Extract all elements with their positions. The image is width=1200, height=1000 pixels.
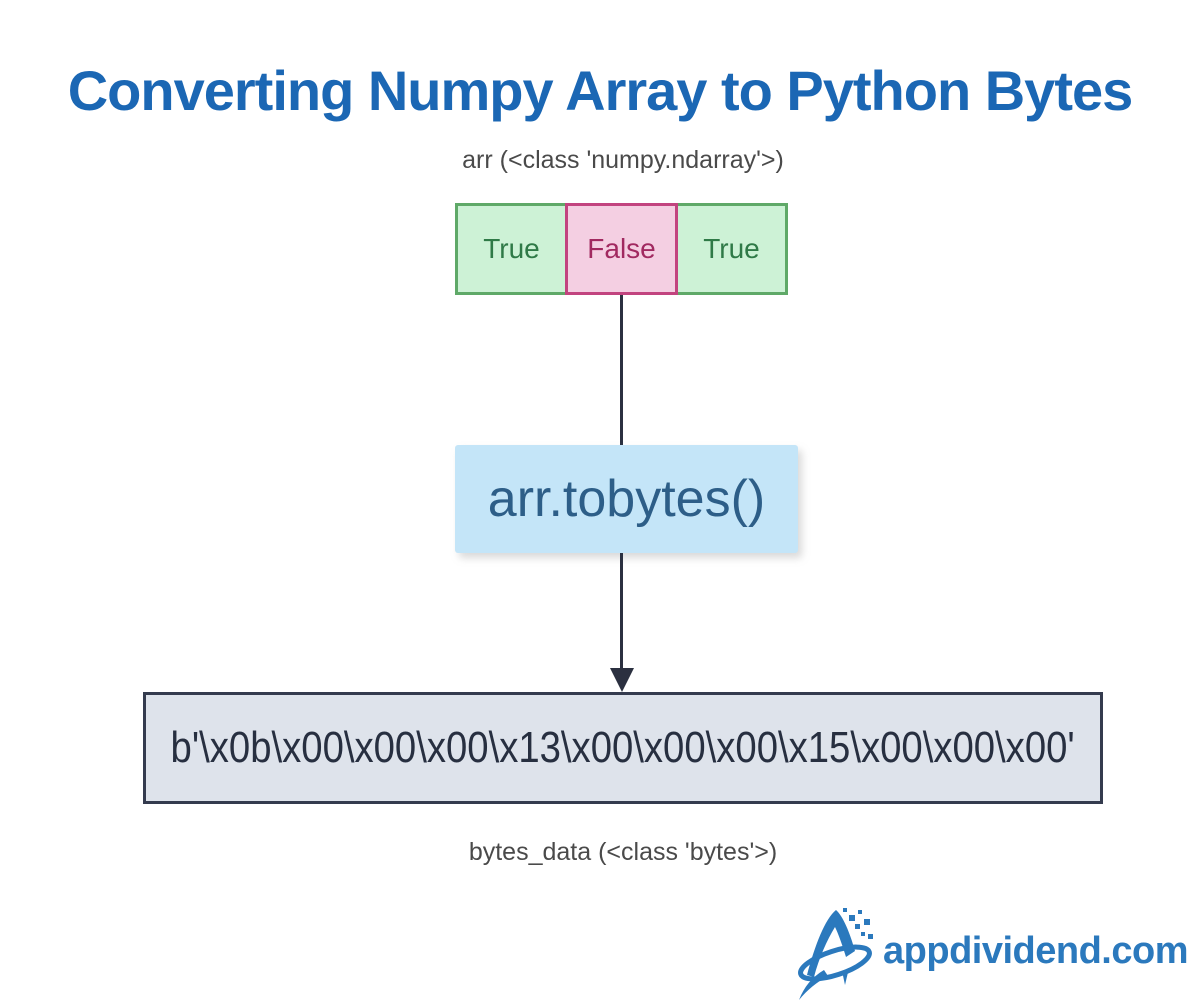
- bytes-result-box: b'\x0b\x00\x00\x00\x13\x00\x00\x00\x15\x…: [143, 692, 1103, 804]
- connector-line-top: [620, 295, 623, 445]
- numpy-array: True False True: [455, 203, 788, 295]
- bytes-variable-label: bytes_data (<class 'bytes'>): [468, 838, 778, 866]
- page-title: Converting Numpy Array to Python Bytes: [67, 59, 1134, 122]
- tobytes-operation-box: arr.tobytes(): [455, 445, 798, 553]
- array-variable-label: arr (<class 'numpy.ndarray'>): [462, 146, 784, 174]
- array-cell-true-1: True: [455, 203, 568, 295]
- branding-site-text: appdividend.com: [883, 930, 1188, 972]
- tobytes-operation-label: arr.tobytes(): [487, 470, 766, 528]
- bytes-result-value: b'\x0b\x00\x00\x00\x13\x00\x00\x00\x15\x…: [170, 723, 1076, 772]
- array-cell-true-2: True: [675, 203, 788, 295]
- appdividend-logo-icon: [798, 908, 874, 1000]
- connector-line-bottom: [620, 553, 623, 673]
- arrowhead-down-icon: [610, 668, 634, 692]
- array-cell-false: False: [565, 203, 678, 295]
- branding-footer: appdividend.com: [797, 903, 1188, 1000]
